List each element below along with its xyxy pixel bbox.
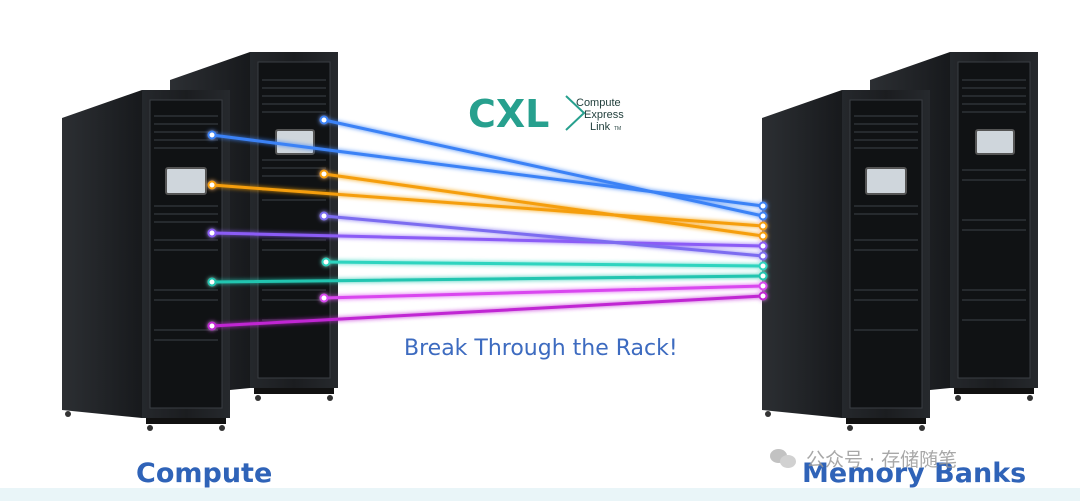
cxl-port-dot bbox=[758, 271, 768, 281]
cxl-port-dot bbox=[207, 321, 217, 331]
cxl-port-dot bbox=[207, 228, 217, 238]
cxl-port-dot bbox=[758, 211, 768, 221]
cxl-logo-mark: CXL bbox=[468, 92, 549, 136]
cxl-logo-tm: TM bbox=[614, 126, 621, 132]
cxl-link-line bbox=[210, 183, 765, 228]
cxl-port-dot bbox=[758, 251, 768, 261]
cxl-link-line bbox=[322, 118, 765, 218]
cxl-link-line bbox=[322, 172, 765, 238]
rack-screen bbox=[865, 167, 907, 195]
cxl-port-dot bbox=[758, 241, 768, 251]
cxl-link-line bbox=[210, 274, 765, 284]
memory-rack-front bbox=[762, 90, 930, 431]
compute-label: Compute bbox=[136, 458, 273, 489]
cxl-link-line bbox=[322, 284, 765, 300]
cxl-logo-word-1: Compute bbox=[576, 97, 621, 109]
watermark-text: 公众号 · 存储随笔 bbox=[806, 448, 958, 471]
watermark: 公众号 · 存储随笔 bbox=[770, 442, 957, 474]
compute-rack-front bbox=[62, 90, 230, 431]
cxl-link-line bbox=[210, 231, 765, 248]
cxl-port-dot bbox=[758, 201, 768, 211]
cxl-port-dot bbox=[207, 130, 217, 140]
cxl-link-line bbox=[210, 133, 765, 208]
cxl-port-dot bbox=[319, 169, 329, 179]
cxl-link-line bbox=[210, 294, 765, 328]
cxl-links bbox=[207, 115, 768, 331]
cxl-port-dot bbox=[319, 115, 329, 125]
cxl-port-dot bbox=[207, 180, 217, 190]
bottom-band bbox=[0, 488, 1080, 501]
cxl-port-dot bbox=[758, 221, 768, 231]
cxl-port-dot bbox=[207, 277, 217, 287]
rack-screen bbox=[975, 129, 1015, 155]
cxl-link-line bbox=[324, 260, 765, 268]
cxl-port-dot bbox=[758, 261, 768, 271]
cxl-port-dot bbox=[319, 293, 329, 303]
rack-screen bbox=[275, 129, 315, 155]
cxl-port-dot bbox=[319, 211, 329, 221]
memory-banks-label: Memory Banks bbox=[802, 458, 1027, 489]
diagram-caption: Break Through the Rack! bbox=[404, 336, 678, 361]
cxl-logo: CXL Compute Express Link TM bbox=[468, 92, 624, 136]
cxl-port-dot bbox=[758, 231, 768, 241]
cxl-logo-word-3: Link bbox=[590, 121, 611, 133]
cxl-link-line bbox=[322, 214, 765, 258]
wechat-icon bbox=[770, 447, 798, 469]
rack-screen bbox=[165, 167, 207, 195]
cxl-port-dot bbox=[758, 281, 768, 291]
cxl-logo-word-2: Express bbox=[584, 109, 624, 121]
cxl-port-dot bbox=[321, 257, 331, 267]
cxl-port-dot bbox=[758, 291, 768, 301]
